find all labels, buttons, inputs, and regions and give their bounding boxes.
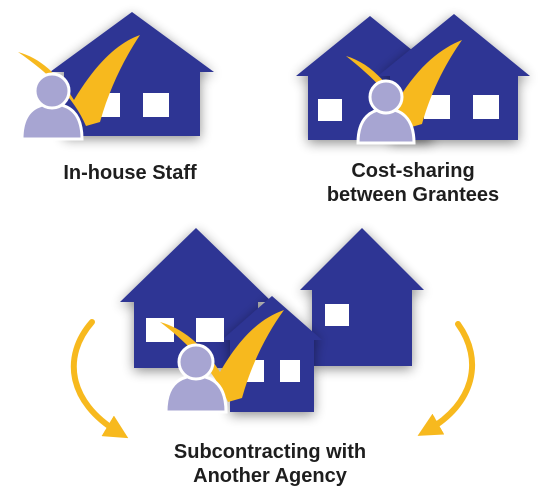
window-icon bbox=[473, 95, 499, 119]
caption-line: Subcontracting with bbox=[173, 441, 367, 463]
checkmark-icon bbox=[346, 40, 462, 128]
caption-line: Another Agency bbox=[193, 465, 347, 487]
caption-subcontracting: Subcontracting with Another Agency bbox=[150, 440, 390, 488]
checkmark-icon bbox=[18, 35, 140, 126]
caption-line: Cost-sharing bbox=[351, 160, 475, 182]
checkmark-icon bbox=[160, 310, 284, 402]
window-icon bbox=[318, 99, 342, 121]
house-icon bbox=[300, 228, 424, 366]
window-icon bbox=[280, 360, 300, 382]
curved-arrow-icon bbox=[417, 321, 475, 436]
cost-sharing-panel bbox=[296, 14, 530, 145]
caption-cost-sharing: Cost-sharing between Grantees bbox=[303, 159, 523, 207]
window-icon bbox=[196, 318, 224, 342]
caption-line: between Grantees bbox=[326, 184, 500, 206]
curved-arrow-icon bbox=[70, 319, 129, 439]
caption-line: In-house Staff bbox=[63, 162, 197, 184]
window-icon bbox=[325, 304, 349, 326]
window-icon bbox=[146, 318, 174, 342]
subcontracting-panel bbox=[70, 228, 475, 439]
house-icon bbox=[222, 296, 322, 412]
window-icon bbox=[143, 93, 169, 117]
in-house-panel bbox=[18, 12, 214, 141]
person-icon bbox=[356, 79, 416, 145]
caption-in-house: In-house Staff bbox=[30, 161, 230, 185]
person-icon bbox=[20, 72, 84, 141]
person-icon bbox=[164, 343, 228, 414]
